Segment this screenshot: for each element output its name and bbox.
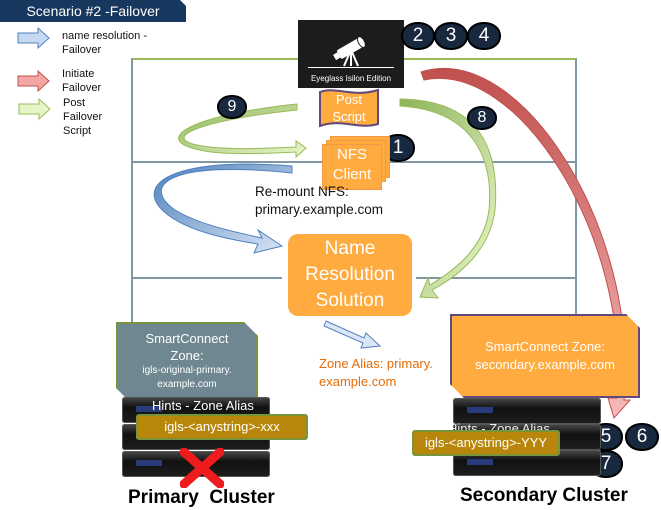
failed-x-icon <box>180 448 224 488</box>
remount-line: primary.example.com <box>255 202 384 217</box>
server-lcd <box>467 459 493 465</box>
server-lcd <box>136 406 162 412</box>
legend-label-name-resolution: name resolution - Failover <box>62 29 147 57</box>
arrow-nrs-to-zone-alias <box>323 320 382 349</box>
arrow-nfs-to-name-resolution <box>153 163 293 254</box>
legend-arrow-blue <box>17 26 50 50</box>
secondary-alias-box: igls-<anystring>-YYY <box>412 430 560 456</box>
step-badge-9: 9 <box>217 95 247 119</box>
name-resolution-solution-box: Name Resolution Solution <box>288 234 412 316</box>
step-badge-6: 6 <box>625 423 659 451</box>
logo-divider <box>308 67 394 68</box>
secondary-smartconnect-zone: SmartConnect Zone: secondary.example.com <box>450 314 640 398</box>
nfs-client-line: NFS <box>337 146 367 163</box>
remount-nfs-text: Re-mount NFS: primary.example.com <box>255 183 383 219</box>
secondary-cluster-title: Secondary Cluster <box>460 485 628 506</box>
legend-text-line: Failover <box>62 82 102 94</box>
legend-text-line: Failover <box>62 44 102 56</box>
server-lcd <box>467 407 493 413</box>
nrs-line: Solution <box>315 290 385 311</box>
post-script-line: Post <box>335 92 362 107</box>
legend-label-post-failover-script: Post Failover Script <box>63 96 102 138</box>
step-badge-3: 3 <box>434 22 468 50</box>
step-badge-8: 8 <box>467 106 497 130</box>
post-script-shape: Post Script <box>318 88 380 130</box>
secondary-server-node-1 <box>453 398 601 424</box>
legend-label-initiate-failover: Initiate Failover <box>62 67 101 95</box>
sc-primary-line: Zone: <box>170 348 204 363</box>
post-script-line: Script <box>332 109 366 124</box>
nfs-client-shape: NFS Client <box>320 136 390 190</box>
eyeglass-caption: Eyeglass Isilon Edition <box>310 74 392 83</box>
nrs-line: Resolution <box>305 264 395 285</box>
telescope-icon <box>333 36 366 67</box>
server-lcd <box>136 460 162 466</box>
arrow-post-script-to-nrs <box>399 98 497 299</box>
step-badge-4: 4 <box>467 22 501 50</box>
scenario-title-banner: Scenario #2 -Failover <box>0 0 186 22</box>
primary-alias-box: igls-<anystring>-xxx <box>136 414 308 440</box>
step-badge-2: 2 <box>401 22 435 50</box>
arrow-initiate-failover <box>420 68 632 420</box>
legend-text-line: Initiate <box>62 68 95 80</box>
legend-text-line: Script <box>63 125 92 137</box>
legend-arrow-green <box>18 97 51 121</box>
eyeglass-logo: Eyeglass Isilon Edition <box>298 20 404 88</box>
zone-alias-line: example.com <box>319 374 397 389</box>
sc-primary-detail: igls-original-primary. <box>142 365 232 376</box>
nrs-line: Name <box>324 238 376 259</box>
legend-text-line: name resolution - <box>62 30 147 42</box>
legend-text-line: Failover <box>63 111 103 123</box>
primary-cluster-title: Primary Cluster <box>128 487 275 508</box>
script-scroll-icon <box>319 88 379 128</box>
legend-text-line: Post <box>63 97 86 109</box>
nfs-page-front: NFS Client <box>322 144 382 190</box>
legend-arrow-red <box>17 69 50 93</box>
zone-alias-line: Zone Alias: primary. <box>319 356 433 371</box>
nfs-client-line: Client <box>332 166 372 183</box>
sc-secondary-line: secondary.example.com <box>475 357 615 372</box>
zone-alias-primary-text: Zone Alias: primary. example.com <box>319 355 433 391</box>
primary-smartconnect-zone: SmartConnect Zone: igls-original-primary… <box>116 322 258 402</box>
primary-hints-label: Hints - Zone Alias <box>152 398 254 413</box>
remount-line: Re-mount NFS: <box>255 184 349 199</box>
sc-primary-line: SmartConnect <box>145 331 229 346</box>
sc-secondary-line: SmartConnect Zone: <box>485 339 605 354</box>
sc-primary-detail: example.com <box>157 379 217 390</box>
